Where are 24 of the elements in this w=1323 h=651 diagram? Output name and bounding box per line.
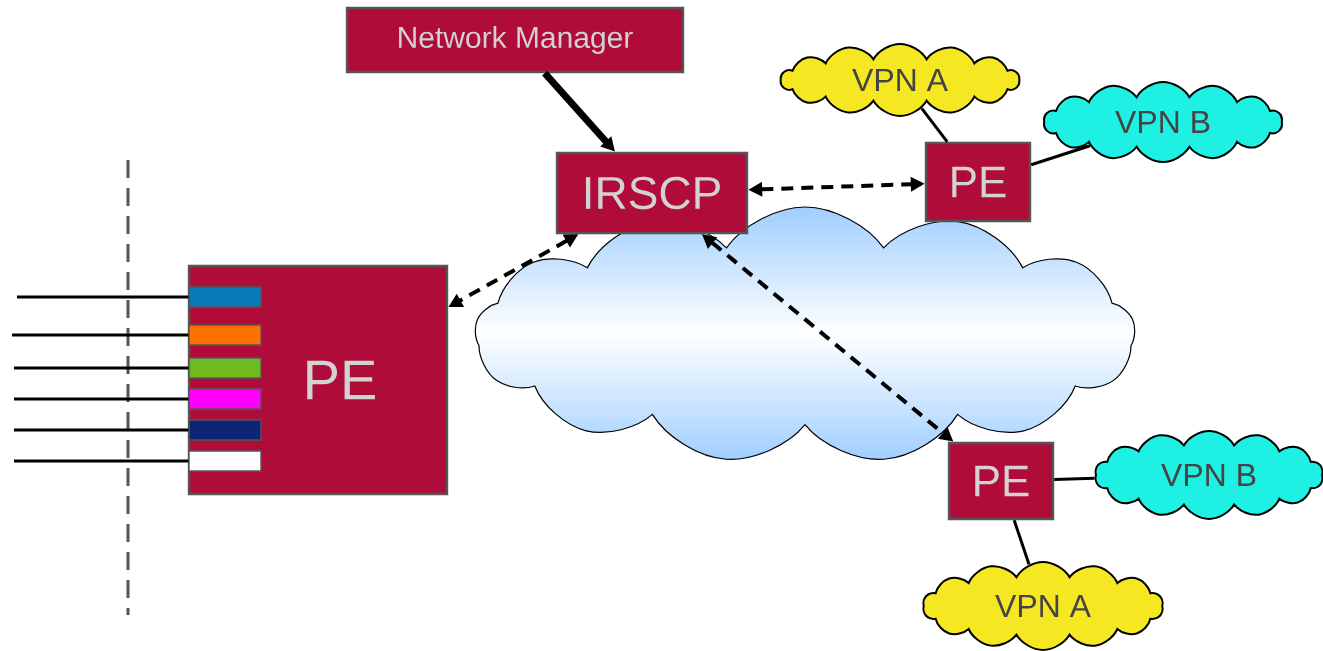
- port-box: [188, 450, 262, 472]
- port-box: [188, 419, 262, 441]
- link-line: [1030, 144, 1091, 167]
- process-box: PE: [947, 441, 1055, 521]
- vpn-cloud: VPN A: [779, 43, 1021, 117]
- process-box: PE: [924, 141, 1032, 223]
- link-line: [1054, 476, 1095, 481]
- port-line: [14, 397, 189, 401]
- port-line: [14, 459, 189, 463]
- port-box: [188, 324, 262, 346]
- port-box: [188, 388, 262, 410]
- vpn-cloud: VPN B: [1043, 81, 1283, 163]
- link-line: [1012, 519, 1031, 565]
- port-line: [17, 295, 189, 299]
- port-line: [12, 333, 189, 337]
- vpn-cloud: VPN B: [1094, 430, 1323, 520]
- process-box: Network Manager: [345, 6, 685, 74]
- port-box: [188, 357, 262, 379]
- link-line: [920, 107, 949, 143]
- port-box: [188, 286, 262, 308]
- port-line: [14, 428, 189, 432]
- vpn-cloud: VPN A: [922, 561, 1164, 651]
- port-line: [14, 366, 189, 370]
- process-box: IRSCP: [555, 151, 749, 235]
